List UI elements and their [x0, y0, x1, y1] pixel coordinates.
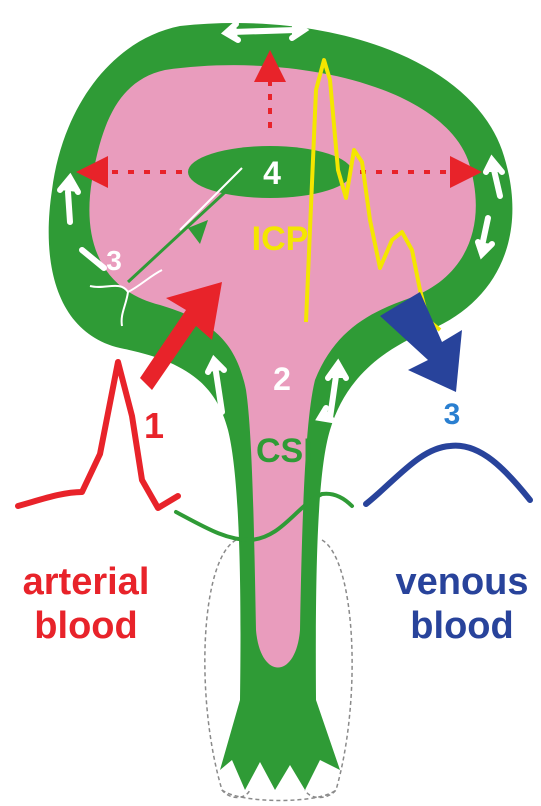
arterial-label-line2: blood — [34, 605, 137, 647]
icp-label: ICP — [252, 220, 309, 258]
cord-label: 2 — [273, 361, 291, 397]
venous-label-line1: venous — [395, 561, 528, 603]
arterial-number-label: 1 — [144, 405, 164, 446]
arterial-label-line1: arterial — [23, 561, 150, 603]
venous-waveform — [366, 446, 530, 504]
plexus-number-label: 3 — [106, 245, 122, 276]
csf-label: CSF — [256, 432, 324, 470]
ventricle-label: 4 — [263, 155, 281, 191]
venous-number-label: 3 — [444, 398, 461, 431]
venous-label-line2: blood — [410, 605, 513, 647]
dura-outline-bottom — [222, 790, 336, 801]
